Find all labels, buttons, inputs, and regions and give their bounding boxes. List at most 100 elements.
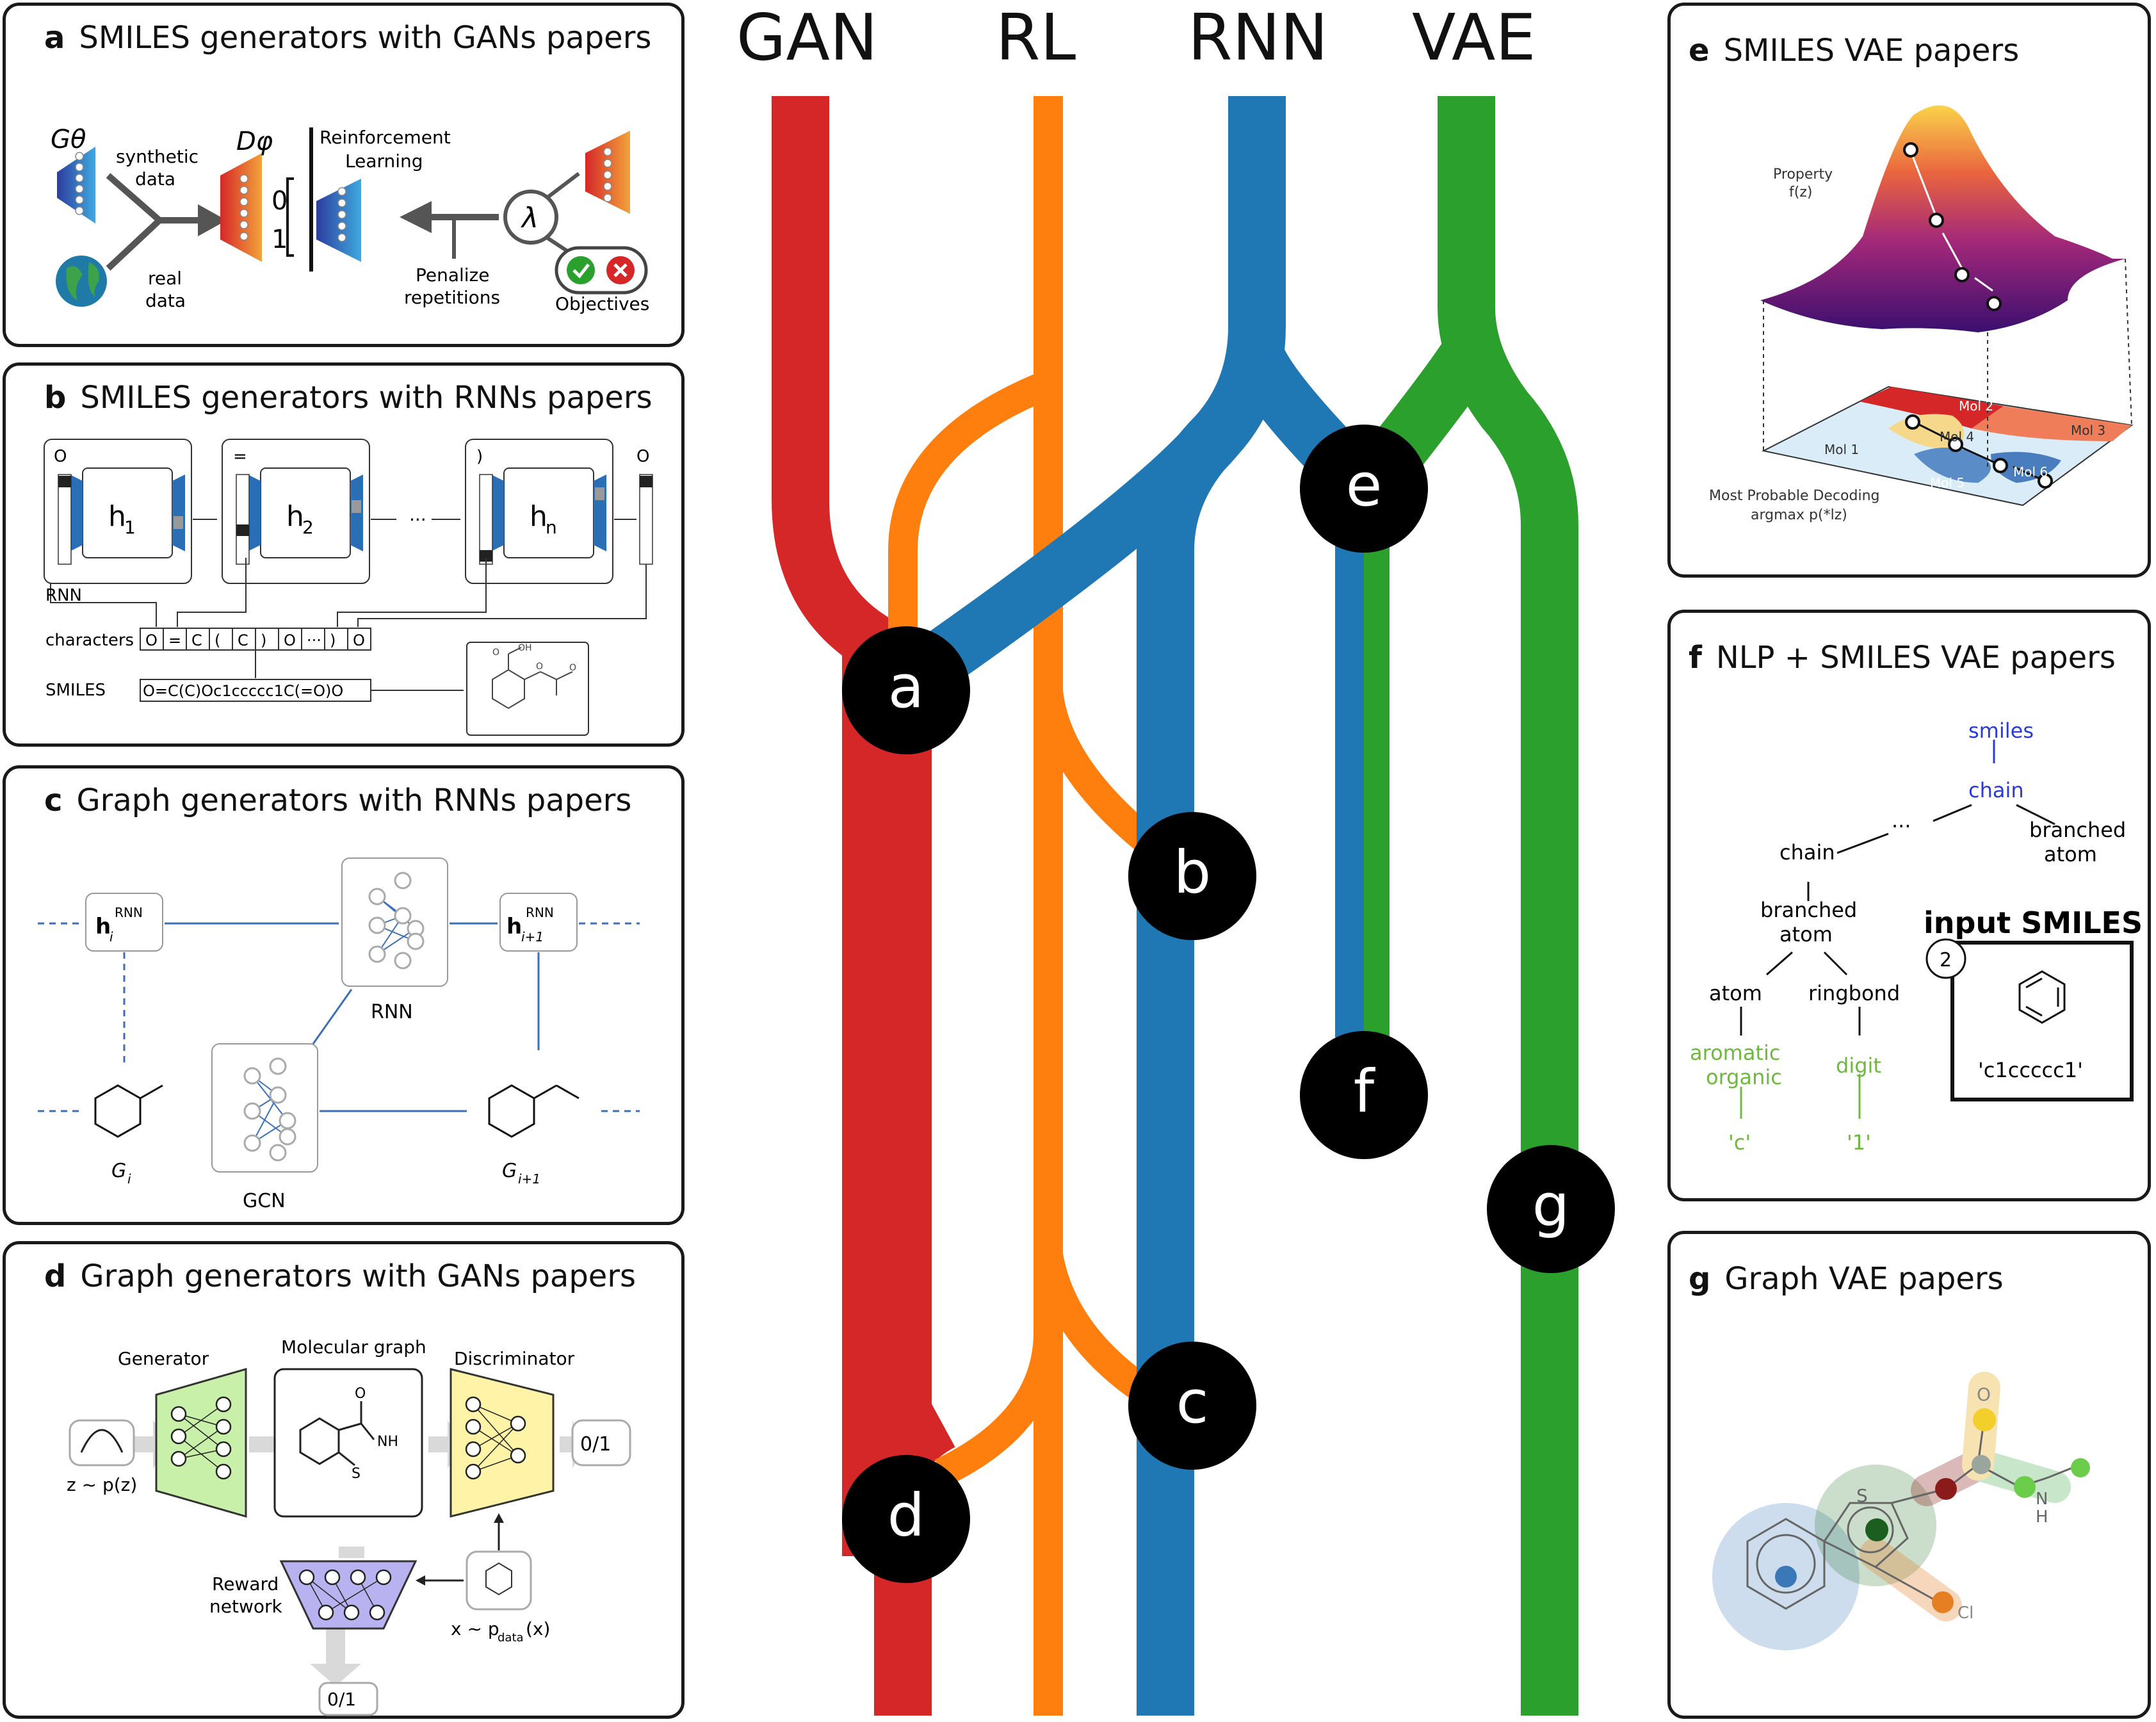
svg-text:i+1: i+1 (518, 1171, 540, 1187)
svg-text:i: i (127, 1171, 131, 1187)
panel-d-diagram: Generator Molecular graph Discriminator … (67, 1336, 631, 1716)
panel-c-diagram: h RNN i h RNN i+1 RNN GCN G i G i+1 (38, 857, 640, 1212)
node-g[interactable]: g (1487, 1145, 1615, 1273)
svg-text:Reward: Reward (212, 1573, 279, 1595)
svg-text:Discriminator: Discriminator (454, 1348, 575, 1369)
ethylbenzene-icon (488, 1084, 580, 1138)
svg-text:aromatic: aromatic (1690, 1041, 1780, 1065)
char-cell: C (238, 631, 248, 649)
noise-box (69, 1419, 135, 1466)
svg-text:Mol 1: Mol 1 (1824, 442, 1859, 457)
svg-text:f(z): f(z) (1789, 184, 1812, 200)
svg-text:Learning: Learning (345, 150, 423, 172)
svg-text:'1': '1' (1847, 1130, 1871, 1155)
svg-text:organic: organic (1706, 1065, 1782, 1089)
svg-text:h: h (286, 500, 304, 533)
svg-text:RNN: RNN (526, 905, 554, 920)
h-i-box (85, 893, 163, 952)
generator-network-icon (57, 147, 95, 223)
svg-text:=: = (233, 447, 247, 466)
column-header-rl: RL (996, 0, 1076, 75)
svg-text:H: H (2036, 1507, 2048, 1527)
svg-text:network: network (209, 1596, 282, 1617)
panel-g-diagram: O S N H Cl (1712, 1372, 2090, 1650)
svg-text:Mol 4: Mol 4 (1940, 429, 1974, 444)
node-c[interactable]: c (1128, 1342, 1256, 1470)
svg-text:Mol 3: Mol 3 (2071, 423, 2105, 438)
svg-text:Generator: Generator (118, 1348, 209, 1369)
svg-text:atom: atom (2044, 842, 2097, 866)
svg-text:'c': 'c' (1728, 1130, 1751, 1155)
input-smiles-box (1950, 941, 2134, 1101)
svg-text:SMILES: SMILES (45, 681, 106, 700)
svg-text:branched: branched (2029, 818, 2126, 842)
node-e[interactable]: e (1300, 425, 1428, 553)
svg-text:O: O (355, 1386, 366, 1402)
svg-text:0: 0 (272, 186, 288, 216)
svg-text:Mol 2: Mol 2 (1959, 398, 1993, 414)
rl-to-a (888, 370, 1054, 679)
svg-text:S: S (352, 1466, 361, 1482)
svg-text:Gθ: Gθ (51, 125, 86, 154)
char-cell: ··· (307, 631, 321, 649)
svg-text:OH: OH (518, 643, 532, 653)
column-header-gan: GAN (736, 0, 878, 75)
node-f[interactable]: f (1300, 1031, 1428, 1159)
panel-a-diagram: Gθ synthetic data real data Dφ 0 1 Reinf… (51, 125, 649, 314)
earth-icon (56, 256, 107, 307)
gcn-box (211, 1043, 318, 1173)
svg-text:0/1: 0/1 (327, 1689, 356, 1710)
node-benzene (1775, 1566, 1797, 1588)
svg-text:Molecular graph: Molecular graph (281, 1336, 426, 1358)
svg-text:O: O (536, 662, 543, 672)
svg-text:0/1: 0/1 (580, 1433, 611, 1456)
svg-text:O: O (54, 447, 67, 466)
svg-text:RNN: RNN (45, 586, 82, 605)
node-b[interactable]: b (1128, 812, 1256, 940)
node-a[interactable]: a (842, 626, 970, 754)
svg-text:Cl: Cl (1957, 1604, 1974, 1623)
svg-text:Dφ: Dφ (236, 127, 273, 156)
svg-text:smiles: smiles (1968, 719, 2034, 743)
svg-text:O: O (569, 663, 576, 673)
svg-text:λ: λ (521, 202, 539, 234)
panel-f-diagram: smiles chain ... branched atom chain bra… (1690, 719, 2143, 1155)
rl-to-d (934, 1242, 1063, 1486)
svg-text:data: data (498, 1631, 524, 1645)
svg-text:Reinforcement: Reinforcement (320, 127, 451, 148)
svg-text:'c1ccccc1': 'c1ccccc1' (1978, 1058, 2083, 1082)
check-icon (567, 256, 595, 284)
svg-text:i+1: i+1 (521, 929, 544, 945)
node-chlorine (1932, 1591, 1954, 1613)
output-box-1 (571, 1419, 631, 1466)
svg-text:h: h (108, 500, 126, 533)
panel-b-diagram: O = ) O h1 h2 hn ··· RNN characters SMIL… (44, 439, 653, 736)
svg-text:GCN: GCN (243, 1190, 286, 1212)
node-carbon (1972, 1455, 1991, 1474)
node-thiophene (1865, 1518, 1888, 1541)
rnn-to-a (886, 416, 1239, 709)
svg-text:chain: chain (1779, 840, 1835, 865)
discriminator-icon (450, 1368, 555, 1518)
policy-network-icon (316, 179, 361, 262)
char-cell: ( (215, 631, 220, 649)
char-cell: C (191, 631, 202, 649)
svg-text:2: 2 (302, 517, 314, 538)
svg-text:n: n (546, 517, 557, 538)
node-d[interactable]: d (842, 1455, 970, 1583)
svg-text:data: data (145, 290, 186, 311)
rl-to-b (1033, 690, 1162, 857)
rnn-box (341, 857, 448, 987)
data-sample-box (466, 1550, 532, 1611)
char-cell: ) (330, 631, 336, 649)
char-cell: O (353, 631, 365, 649)
